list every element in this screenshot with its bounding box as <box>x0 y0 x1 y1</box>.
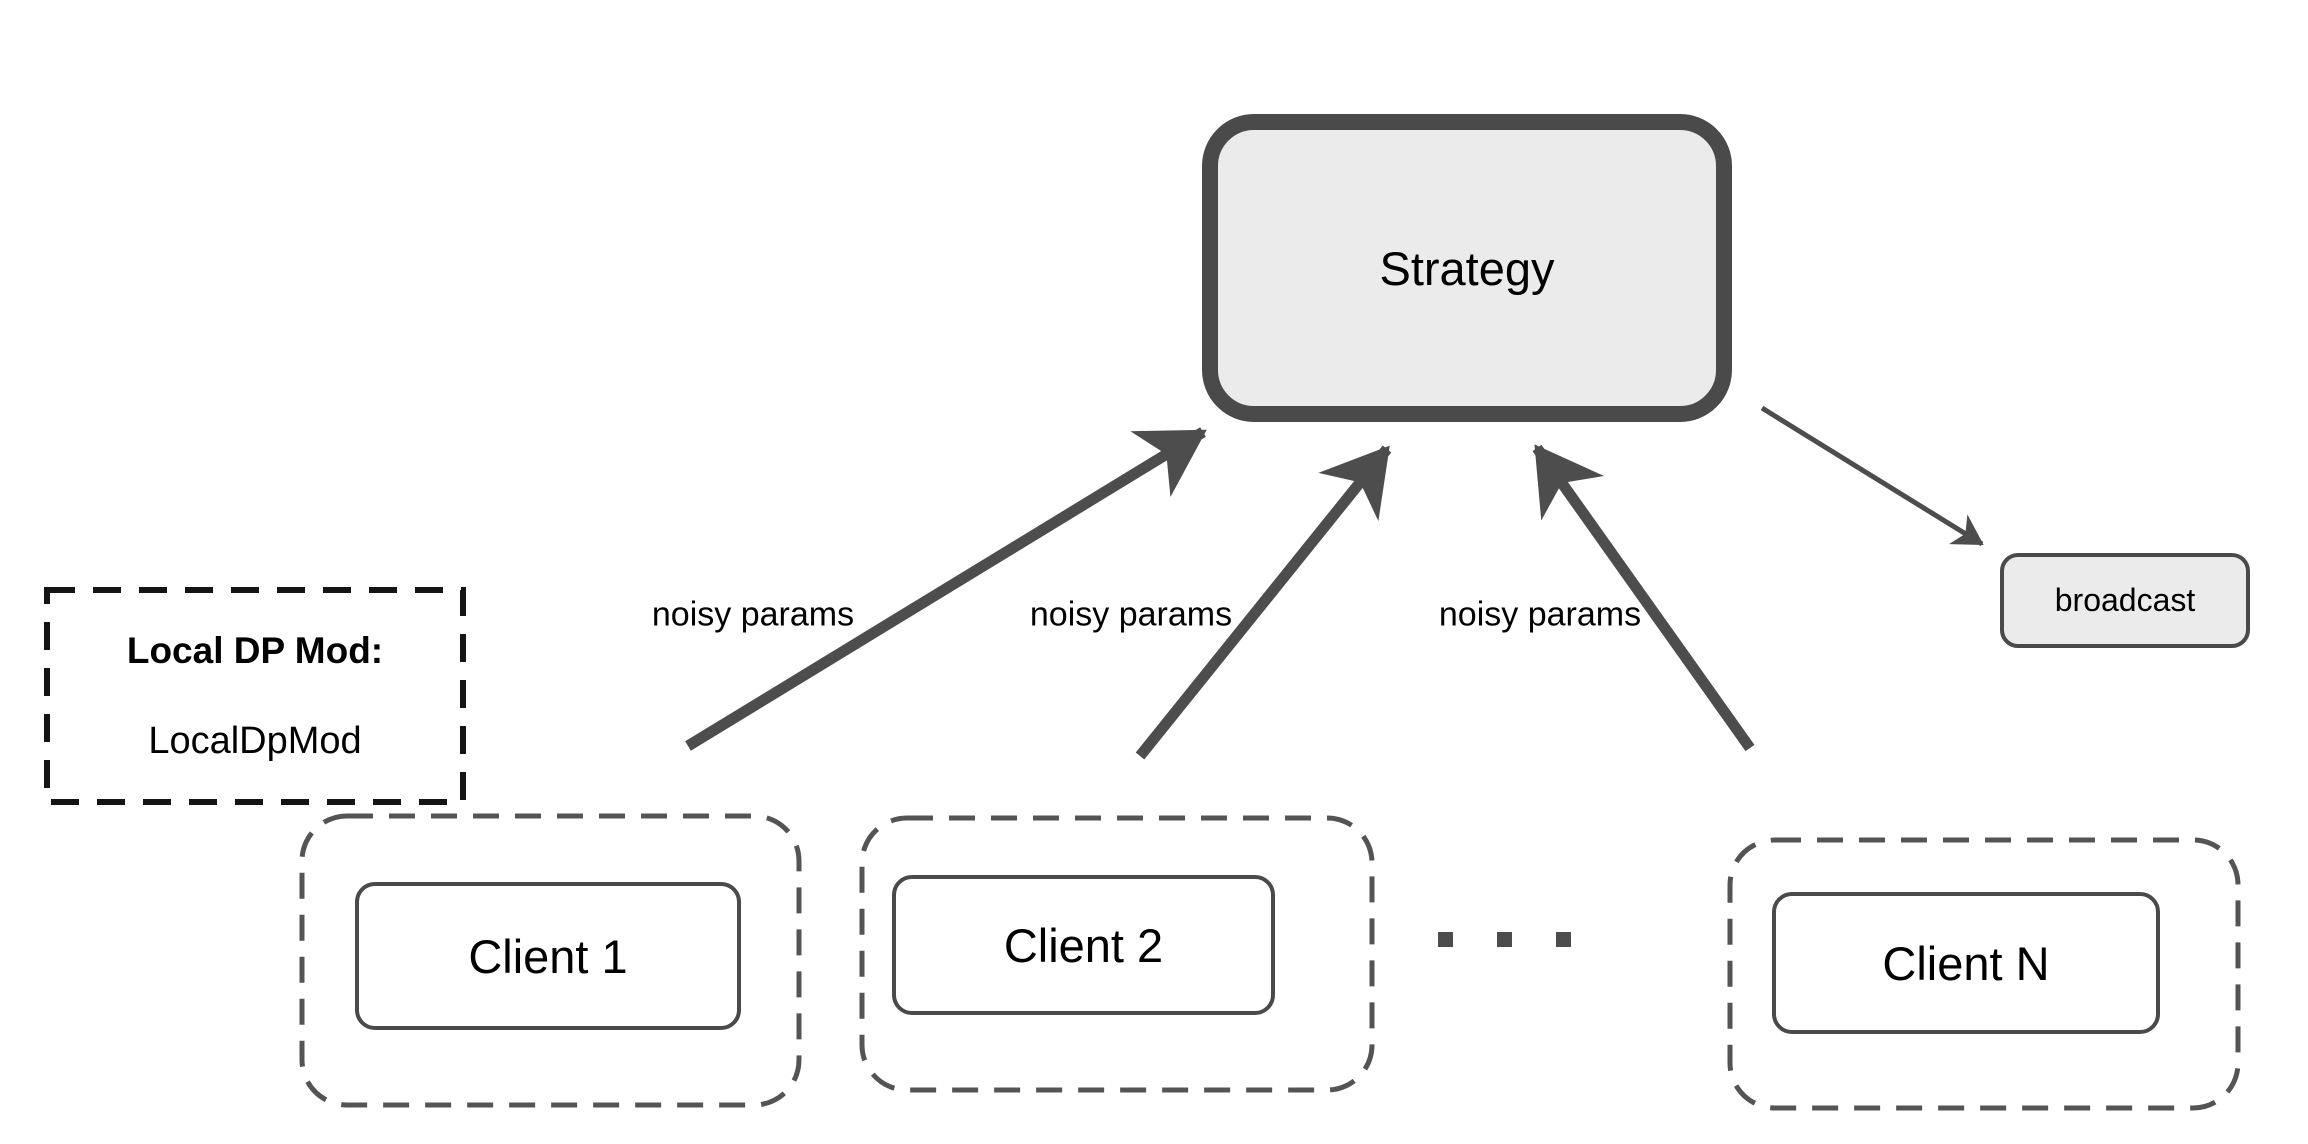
strategy-node: Strategy <box>1202 114 1732 422</box>
local-dp-class-name: LocalDpMod <box>148 719 362 762</box>
client1-node: Client 1 <box>355 882 741 1030</box>
local-dp-module-outline <box>44 587 466 805</box>
edge-label-client1-noisy-params: noisy params <box>651 595 855 634</box>
client1-group-outline <box>299 813 802 1108</box>
local-dp-title: Local DP Mod: <box>126 629 384 671</box>
ellipsis-dots <box>1438 932 1571 947</box>
ellipsis-dot <box>1556 932 1571 947</box>
broadcast-node: broadcast <box>2000 553 2250 648</box>
arrow-strategy-to-broadcast <box>1760 405 1984 547</box>
ellipsis-dot <box>1497 932 1512 947</box>
local-dp-module: Local DP Mod: LocalDpMod <box>47 590 463 802</box>
clientN-group-outline <box>1727 837 2241 1111</box>
clientN-node: Client N <box>1772 892 2160 1034</box>
client2-node: Client 2 <box>892 875 1275 1015</box>
edge-label-client2-noisy-params: noisy params <box>1029 595 1233 634</box>
edge-label-clientN-noisy-params: noisy params <box>1438 595 1642 634</box>
ellipsis-dot <box>1438 932 1453 947</box>
arrow-clientN-to-strategy <box>1532 444 1755 752</box>
arrow-client1-to-strategy <box>685 427 1207 751</box>
client2-group-outline <box>859 815 1375 1093</box>
arrow-client2-to-strategy <box>1135 445 1392 760</box>
